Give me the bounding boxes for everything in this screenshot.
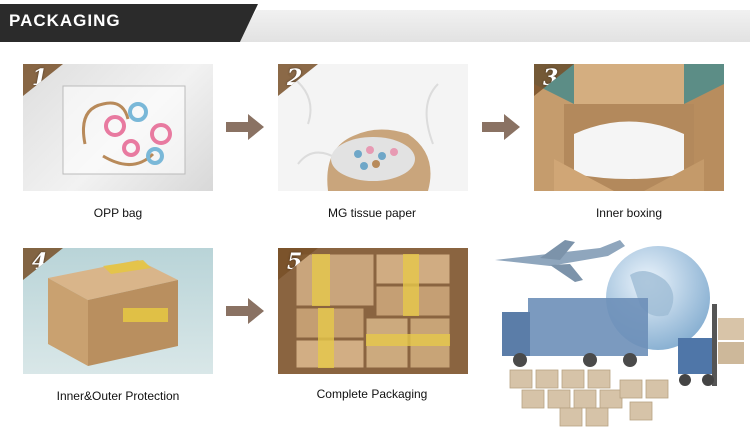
step-3-photo: 3 (534, 64, 724, 191)
section-title: PACKAGING (9, 11, 121, 30)
section-banner: PACKAGING (0, 0, 750, 44)
logistics-illustration (495, 240, 744, 427)
inner-box-illustration (534, 64, 724, 191)
packed-boxes-illustration (295, 253, 451, 369)
step-2-photo: 2 (278, 64, 468, 191)
banner-dark-block (0, 4, 258, 42)
taped-box-illustration (48, 260, 178, 366)
truck-icon (502, 298, 648, 367)
step-1-caption: OPP bag (93, 206, 143, 220)
step-4-caption: Inner&Outer Protection (56, 389, 180, 403)
step-4-photo: 4 (23, 248, 213, 374)
arrow-right-icon (226, 114, 264, 140)
step-2-caption: MG tissue paper (327, 206, 417, 220)
forklift-icon (678, 304, 744, 386)
tissue-box-illustration (278, 64, 468, 191)
arrow-right-icon (482, 114, 520, 140)
box-stack-decoration (509, 369, 669, 427)
step-3-caption: Inner boxing (595, 206, 663, 220)
airplane-icon (495, 240, 625, 282)
arrow-right-icon (226, 298, 264, 324)
banner-light-stripe (236, 10, 750, 42)
step-5-photo: 5 (278, 248, 468, 374)
bracelet-bag-illustration (62, 85, 186, 175)
step-5-caption: Complete Packaging (316, 387, 428, 401)
step-1-photo: 1 (23, 64, 213, 191)
